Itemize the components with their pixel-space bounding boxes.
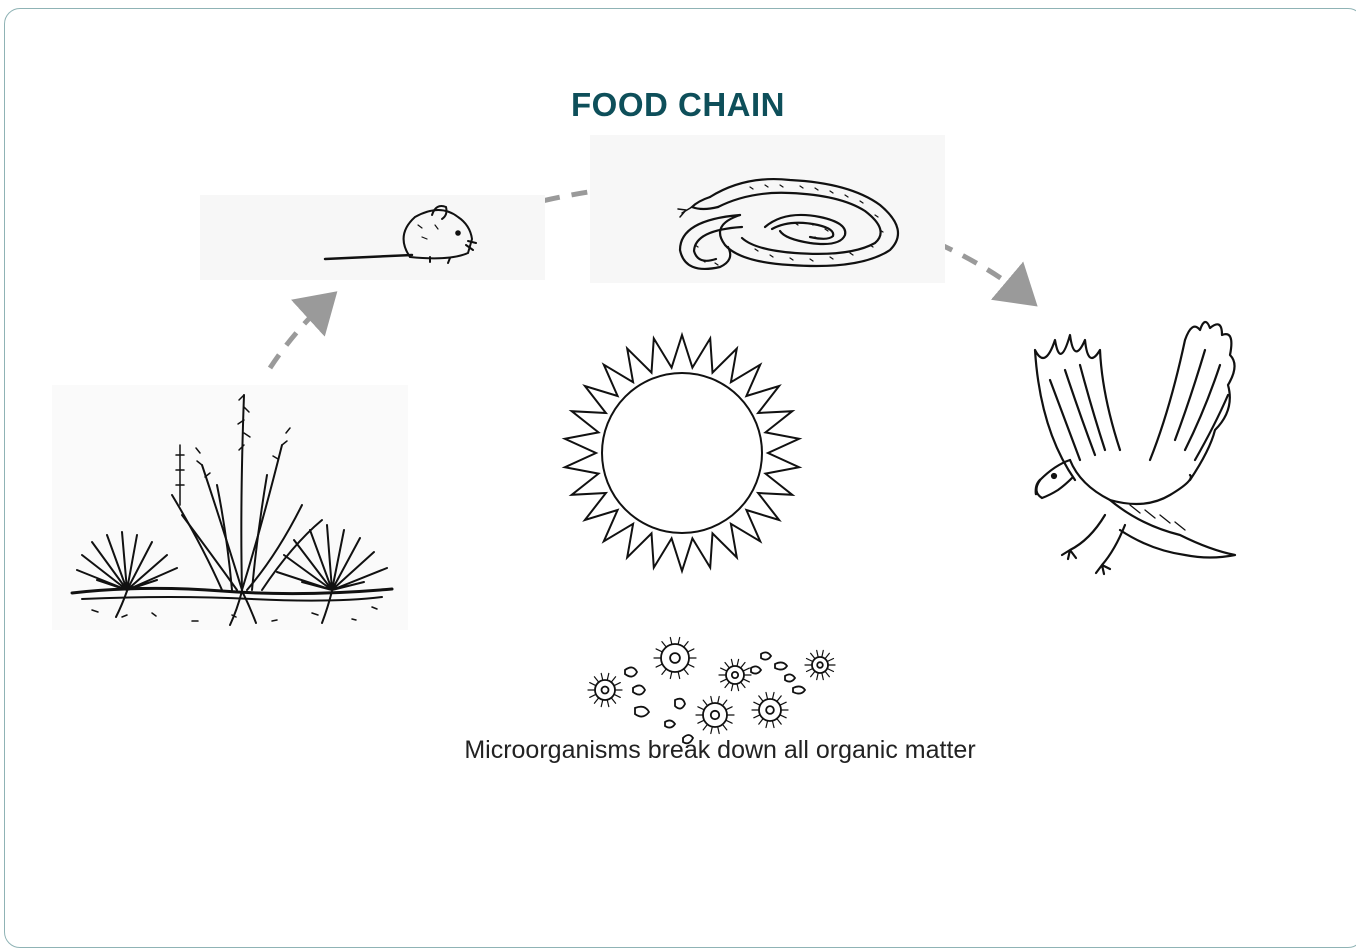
microorganisms-icon: [575, 630, 845, 750]
snake-node: [590, 135, 945, 283]
sun-icon: [560, 325, 810, 580]
grass-node: [52, 385, 408, 630]
eagle-node: [1010, 310, 1250, 600]
mouse-icon: [200, 195, 545, 280]
microorganisms-node: [575, 630, 845, 750]
diagram-caption: Microorganisms break down all organic ma…: [0, 736, 1356, 765]
eagle-icon: [1010, 310, 1250, 600]
arrow-grass-to-mouse: [270, 298, 330, 368]
snake-icon: [590, 135, 945, 283]
mouse-node: [200, 195, 545, 280]
sun-node: [560, 325, 810, 580]
grass-icon: [52, 385, 408, 630]
